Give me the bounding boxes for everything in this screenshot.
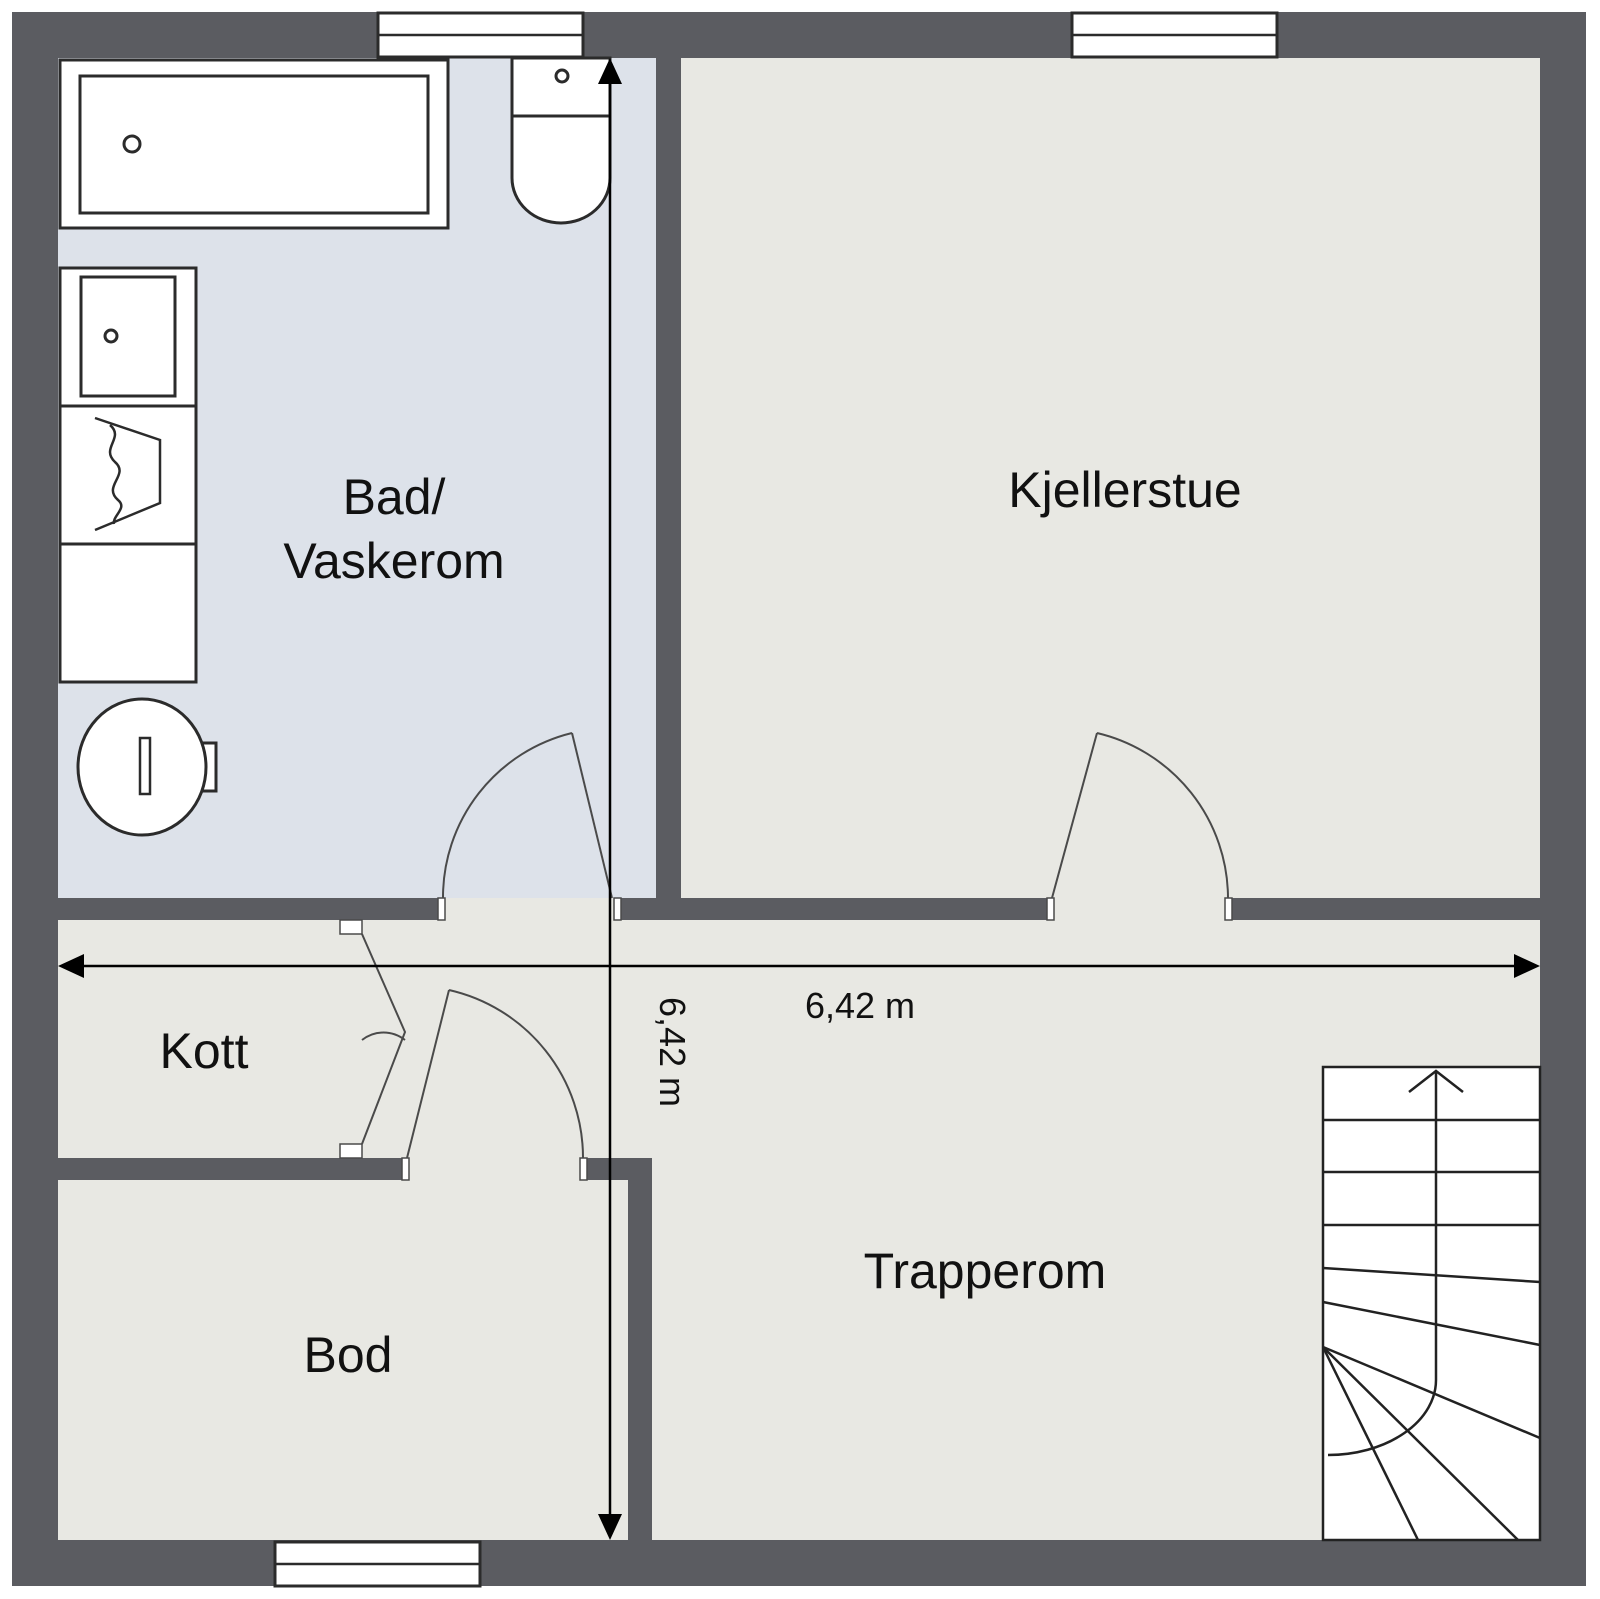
door-opening-living [1052,898,1228,920]
room-label-bathroom-line1: Bad/ [343,469,446,525]
wall-bath-living [656,58,681,908]
width-dimension [58,954,1540,978]
depth-dimension-label: 6,42 m [652,997,693,1107]
width-dimension-label: 6,42 m [805,985,915,1026]
dryer-icon [58,542,198,684]
depth-dimension [598,58,622,1540]
room-label-living-room: Kjellerstue [1008,462,1241,518]
hallway-floor [58,920,1540,1158]
bathroom-door-icon [437,732,622,921]
washing-machine-icon [58,404,198,546]
door-opening-bath [443,898,619,920]
toilet-icon [510,56,612,225]
wall-bath-hall [58,898,1540,920]
storage-floor [58,1180,628,1540]
living-room-door-icon [1046,732,1233,921]
sink-icon [58,266,198,408]
staircase-icon [1321,1065,1542,1542]
room-label-stairwell: Trapperom [864,1243,1107,1299]
door-opening-kott [351,920,363,1158]
window-top-right [1070,11,1279,59]
room-label-bathroom-line2: Vaskerom [283,533,504,589]
bathtub-icon [58,58,450,230]
room-label-storage: Bod [304,1327,393,1383]
living-room-floor [681,58,1540,898]
wall-bod-stair [628,1158,652,1540]
storage-door-icon [401,989,588,1181]
room-label-closet: Kott [160,1023,249,1079]
window-bottom [273,1540,482,1588]
water-heater-icon [76,697,218,837]
window-top-left [376,11,585,59]
door-opening-bod [407,1158,583,1180]
